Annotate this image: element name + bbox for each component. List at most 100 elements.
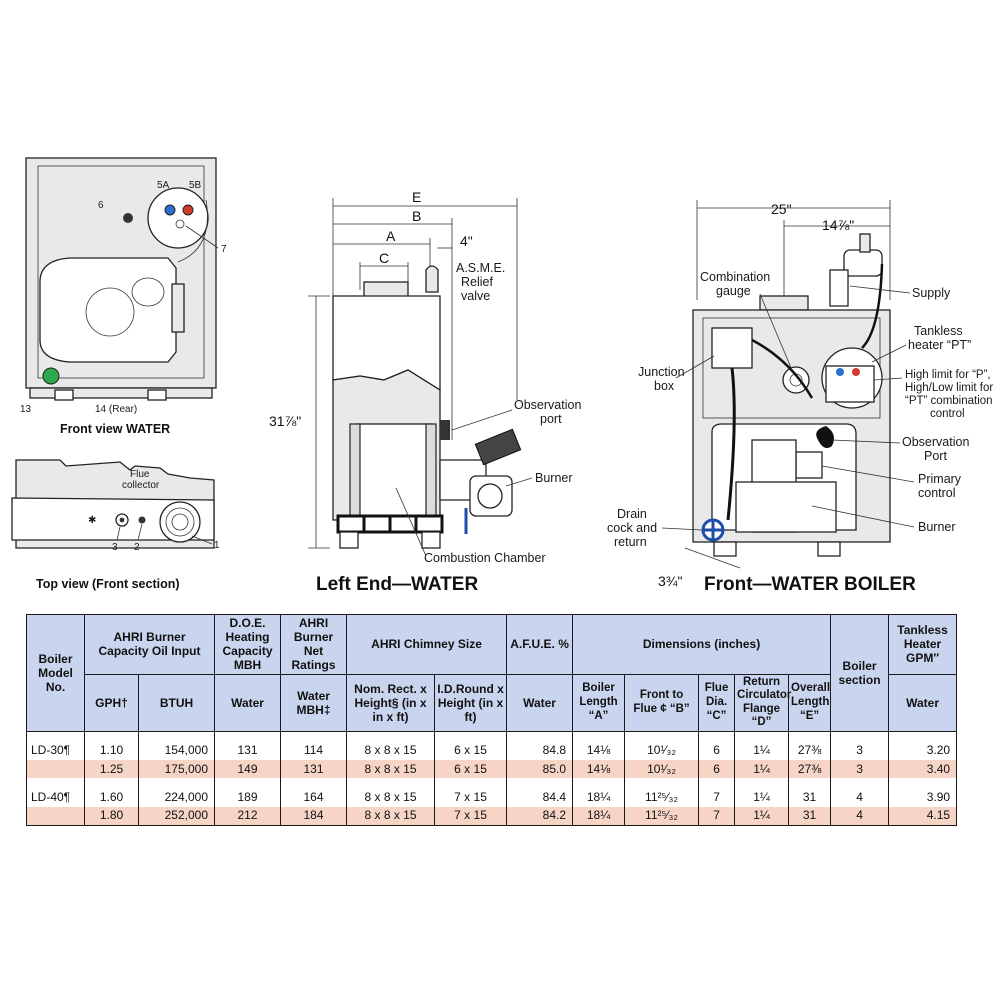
burner-label: Burner [535, 471, 573, 485]
left-end-upper-jacket [332, 295, 441, 392]
th-nom-rect: Nom. Rect. x Height§ (in x in x ft) [346, 673, 436, 732]
th-return-d: Return Circulator Flange “D” [734, 673, 791, 732]
left-end-foot-left [339, 531, 359, 549]
top-view-flue-inner [165, 507, 195, 537]
observation-flame-icon [816, 426, 834, 448]
tankless-hot-port-icon [852, 368, 860, 376]
cell-overall-e: 31 [788, 806, 832, 826]
th-length-a: Boiler Length “A” [572, 673, 626, 732]
dim-c: C [379, 250, 389, 266]
dim-4in: 4" [460, 233, 473, 249]
front-boiler-caption: Front—WATER BOILER [704, 574, 916, 595]
callout-6: 6 [98, 200, 104, 211]
combination-gauge-icon [782, 366, 810, 394]
junction-box-icon [711, 327, 753, 369]
table-header-row-1: Boiler Model No. AHRI Burner Capacity Oi… [26, 614, 958, 732]
cell-rect: 8 x 8 x 15 [346, 741, 436, 761]
leader-burner [505, 477, 533, 487]
cell-front-flue-b: 10¹⁄₃₂ [624, 741, 700, 761]
front-boiler-foot-left [713, 541, 737, 557]
observation-port-label-line1: Observation [902, 435, 969, 449]
leader-2 [137, 523, 143, 541]
combination-gauge-label-line2: gauge [716, 284, 751, 298]
front-view-water: 5A 5B 6 7 13 14 (Rear) Front view WATER [20, 157, 227, 436]
leader-supply [849, 285, 911, 294]
front-view-foot-left [54, 389, 74, 401]
th-burner-capacity: AHRI Burner Capacity Oil Input [83, 614, 216, 675]
leader-7 [185, 225, 219, 249]
cell-length-a: 14⅛ [572, 741, 626, 761]
cell-afue: 85.0 [506, 760, 574, 779]
front-boiler-foot-right [817, 541, 841, 557]
port-7-icon [175, 219, 185, 229]
cell-doe: 212 [214, 806, 282, 826]
left-end-foot-right [421, 531, 441, 549]
leader-high-limit [873, 377, 903, 381]
cell-btuh: 224,000 [137, 788, 216, 807]
observation-port-icon [440, 420, 450, 440]
burner-motor-icon [474, 428, 522, 466]
asme-label-line3: valve [461, 289, 490, 303]
cell-rect: 8 x 8 x 15 [346, 788, 436, 807]
cell-model [26, 806, 85, 826]
cell-return-d: 1¼ [734, 788, 790, 807]
cell-length-a: 18¼ [572, 806, 626, 826]
cell-section: 4 [830, 788, 890, 807]
primary-control-icon [795, 451, 823, 479]
cell-tankless: 4.15 [888, 806, 958, 826]
cell-flue-c: 6 [698, 760, 736, 779]
combustion-chamber-body [355, 423, 433, 517]
cell-net: 184 [280, 806, 348, 826]
burner-body-icon [735, 481, 837, 533]
leader-3 [116, 526, 121, 541]
cell-btuh: 252,000 [137, 806, 216, 826]
wire-junction-burner [726, 367, 736, 521]
cell-length-a: 18¼ [572, 788, 626, 807]
cell-rect: 8 x 8 x 15 [346, 806, 436, 826]
callout-3: 3 [112, 542, 118, 553]
cell-model: LD-30¶ [26, 741, 85, 761]
cell-return-d: 1¼ [734, 760, 790, 779]
callout-7: 7 [221, 244, 227, 255]
cell-front-flue-b: 11²⁵⁄₃₂ [624, 788, 700, 807]
dim-e: E [412, 189, 421, 205]
th-flue-c: Flue Dia. “C” [698, 673, 736, 732]
dim-a: A [386, 228, 396, 244]
cell-gph: 1.60 [84, 788, 139, 807]
th-section: Boiler section [830, 614, 890, 732]
junction-box-label-line1: Junction [638, 365, 685, 379]
cell-round: 7 x 15 [434, 806, 508, 826]
cell-tankless: 3.20 [888, 741, 958, 761]
th-id-round: I.D.Round x Height (in x ft) [434, 673, 508, 732]
cell-tankless: 3.40 [888, 760, 958, 779]
dim-b: B [412, 208, 421, 224]
cell-net: 114 [280, 741, 348, 761]
dim-offset: 14⅞" [822, 217, 854, 233]
front-view-burner-door [39, 257, 177, 363]
cell-flue-c: 7 [698, 806, 736, 826]
th-chimney: AHRI Chimney Size [346, 614, 508, 675]
th-btuh: BTUH [137, 673, 216, 732]
callout-1: 1 [214, 540, 220, 551]
leader-combustion-chamber [395, 487, 427, 557]
supply-valve-stem [859, 233, 871, 253]
callout-5a: 5A [157, 180, 170, 191]
high-limit-label-line4: control [930, 408, 965, 420]
left-end-caption: Left End—WATER [316, 574, 478, 595]
th-doe: D.O.E. Heating Capacity MBH [214, 614, 282, 675]
th-overall-e: Overall Length “E” [788, 673, 832, 732]
junction-box-label-line2: box [654, 379, 675, 393]
high-limit-control-icon [825, 365, 875, 403]
burner-label: Burner [918, 520, 956, 534]
cell-round: 7 x 15 [434, 788, 508, 807]
table-spacer-row [26, 731, 958, 742]
dim-bottom: 3¾" [658, 573, 682, 589]
cell-overall-e: 27⅜ [788, 741, 832, 761]
th-tankless: Tankless Heater GPM″ [888, 614, 958, 675]
combination-gauge-label-line1: Combination [700, 270, 770, 284]
top-view-star-icon: ✱ [88, 515, 96, 526]
callout-2: 2 [134, 542, 140, 553]
top-view-port-2 [138, 516, 146, 524]
flue-label-line1: Flue [130, 469, 150, 480]
primary-control-label-line2: control [918, 486, 956, 500]
